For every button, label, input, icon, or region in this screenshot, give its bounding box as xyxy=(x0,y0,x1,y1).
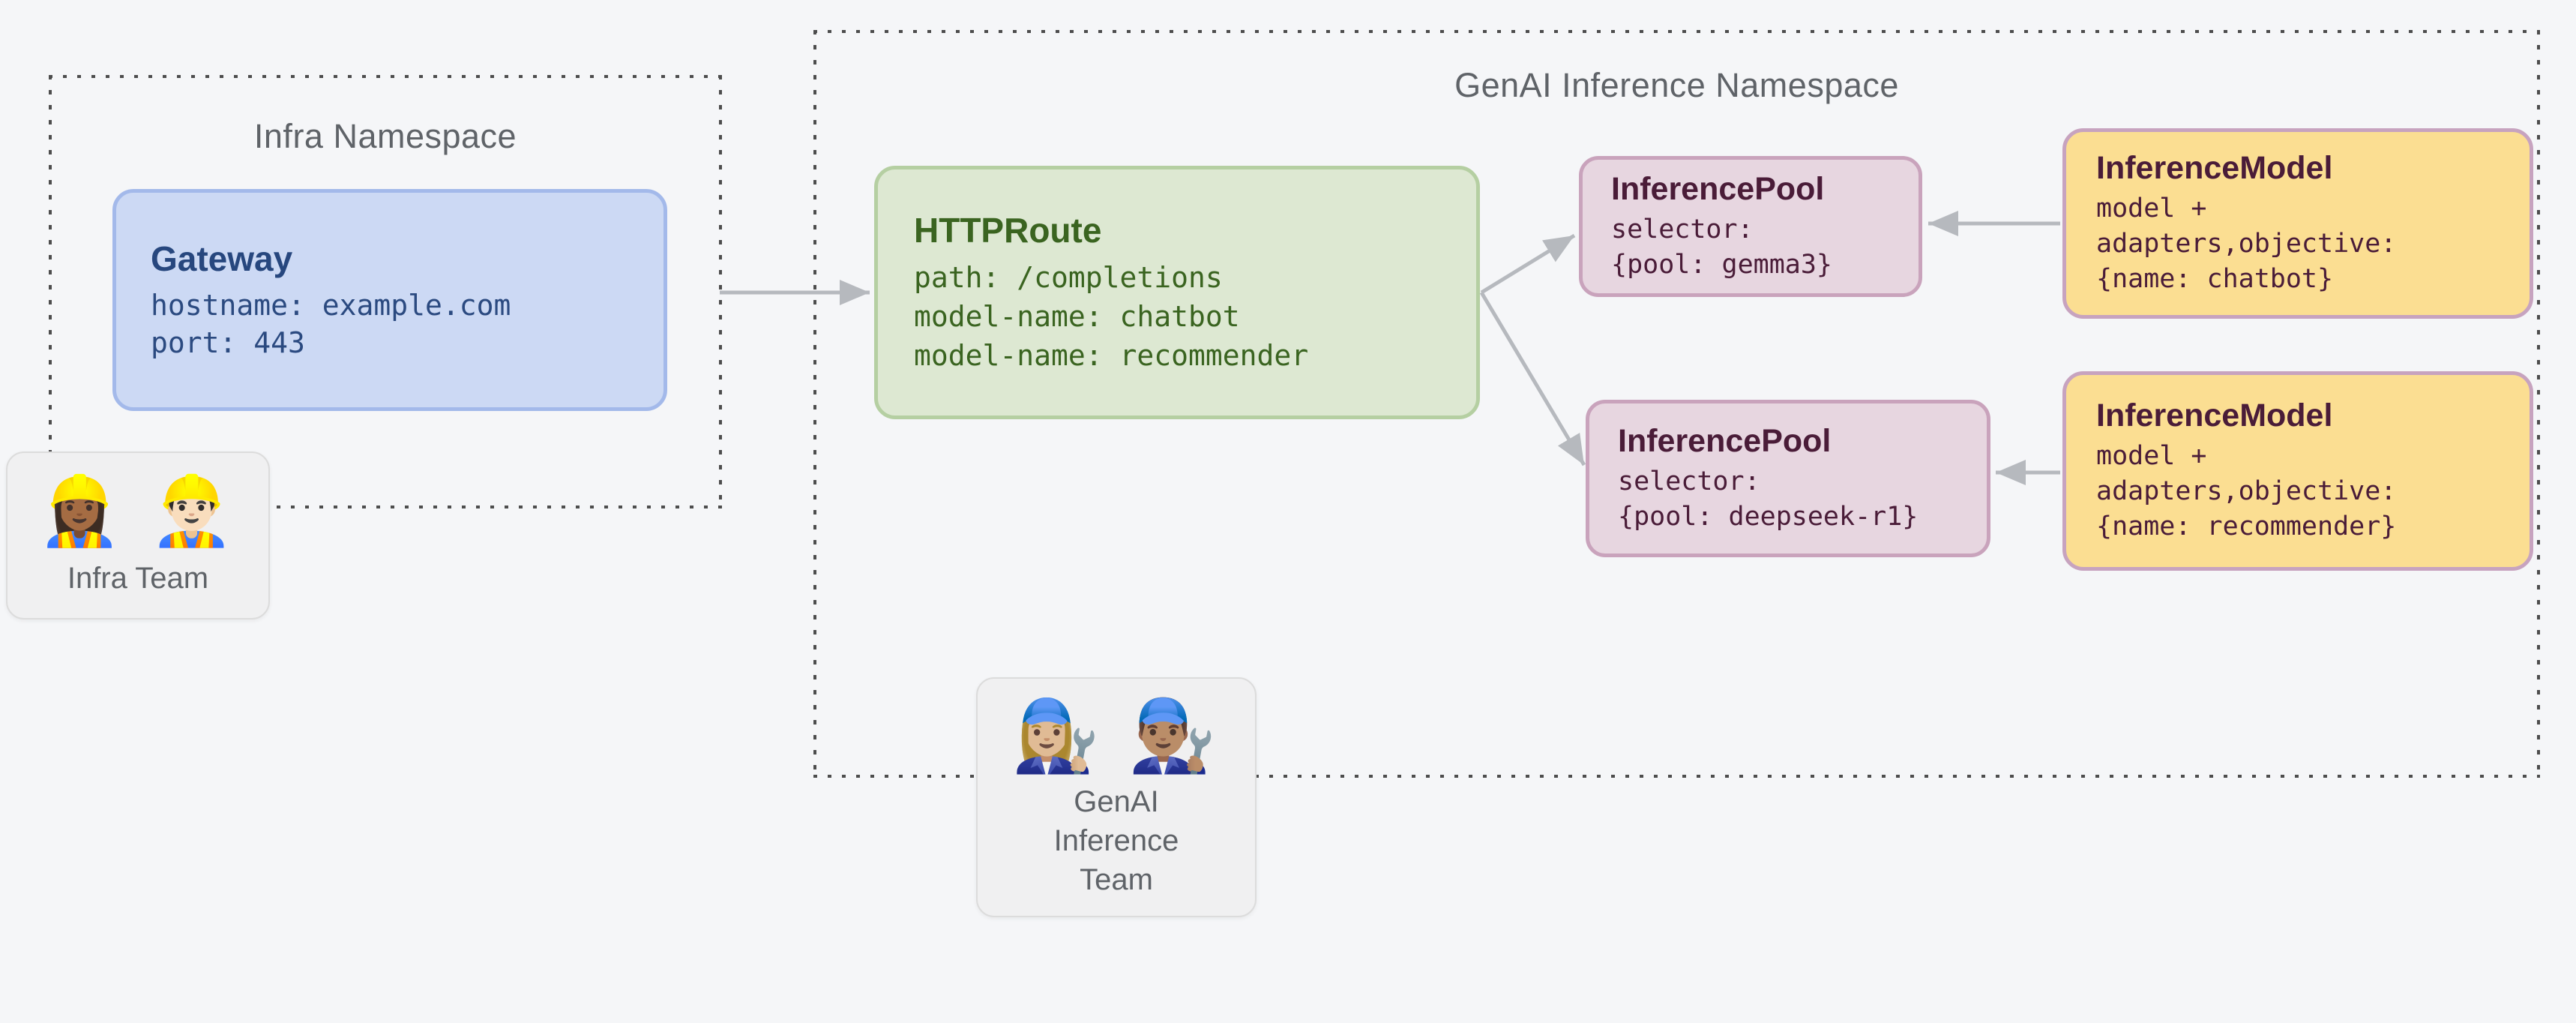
pool-gemma3-selector-line: selector: xyxy=(1611,214,1754,244)
pool-gemma3-value-line: {pool: gemma3} xyxy=(1611,249,1833,280)
inference-model-chatbot-title: InferenceModel xyxy=(2096,150,2333,186)
gateway-title: Gateway xyxy=(151,239,293,278)
model-recommender-line-3: {name: recommender} xyxy=(2096,512,2397,542)
inference-model-recommender-node: InferenceModel model + adapters,objectiv… xyxy=(2062,371,2533,571)
genai-namespace-title: GenAI Inference Namespace xyxy=(1454,66,1899,104)
inference-pool-deepseek-title: InferencePool xyxy=(1618,422,1832,459)
genai-team-label-line-2: Inference xyxy=(1053,824,1179,858)
genai-team-label: GenAI Inference Team xyxy=(1054,782,1179,899)
model-recommender-line-2: adapters,objective: xyxy=(2096,476,2397,506)
gateway-hostname-line: hostname: example.com xyxy=(151,289,511,322)
gateway-node: Gateway hostname: example.com port: 443 xyxy=(112,189,667,411)
infra-team-card: 👷🏾‍♀️ 👷🏻‍♂️ Infra Team xyxy=(6,452,270,620)
pool-deepseek-selector-line: selector: xyxy=(1618,466,1760,496)
genai-inference-team-card: 👩🏼‍🔧 👨🏽‍🔧 GenAI Inference Team xyxy=(976,677,1257,917)
inference-pool-gemma3-node: InferencePool selector: {pool: gemma3} xyxy=(1579,156,1922,297)
httproute-model-recommender-line: model-name: recommender xyxy=(914,339,1309,372)
genai-team-label-line-1: GenAI xyxy=(1074,785,1159,819)
inference-pool-gemma3-title: InferencePool xyxy=(1611,170,1825,207)
gateway-port-line: port: 443 xyxy=(151,326,305,359)
httproute-title: HTTPRoute xyxy=(914,211,1102,250)
model-chatbot-line-1: model + xyxy=(2096,194,2207,224)
inference-model-recommender-title: InferenceModel xyxy=(2096,398,2333,434)
model-chatbot-line-2: adapters,objective: xyxy=(2096,229,2397,259)
model-recommender-line-1: model + xyxy=(2096,441,2207,471)
inference-pool-deepseek-node: InferencePool selector: {pool: deepseek-… xyxy=(1586,400,1990,557)
infra-namespace-title: Infra Namespace xyxy=(253,117,517,155)
model-chatbot-line-3: {name: chatbot} xyxy=(2096,264,2334,294)
httproute-model-chatbot-line: model-name: chatbot xyxy=(914,300,1240,333)
inference-model-chatbot-node: InferenceModel model + adapters,objectiv… xyxy=(2062,128,2533,319)
infra-team-label: Infra Team xyxy=(67,561,209,595)
pool-deepseek-value-line: {pool: deepseek-r1} xyxy=(1618,501,1919,532)
genai-team-label-line-3: Team xyxy=(1080,863,1153,897)
construction-workers-emoji-icon: 👷🏾‍♀️ 👷🏻‍♂️ xyxy=(37,474,238,550)
httproute-node: HTTPRoute path: /completions model-name:… xyxy=(874,166,1480,419)
httproute-path-line: path: /completions xyxy=(914,261,1223,294)
mechanics-emoji-icon: 👩🏼‍🔧 👨🏽‍🔧 xyxy=(1011,695,1221,775)
